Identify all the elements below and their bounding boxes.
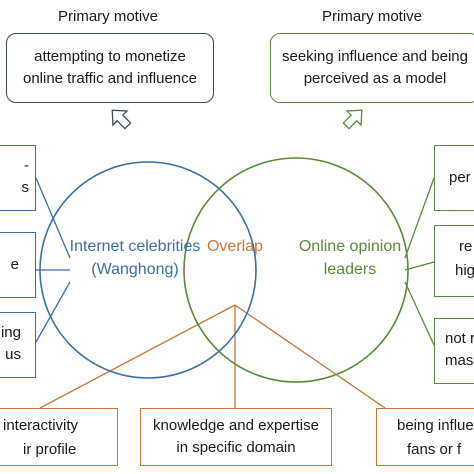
right-trait-2-line-2: hig xyxy=(455,262,474,279)
right-motive-box: seeking influence and being perceived as… xyxy=(270,33,474,103)
right-trait-box-3: not r mas xyxy=(434,318,474,384)
connector-right-2 xyxy=(404,261,435,271)
left-trait-2-line-1: e xyxy=(10,256,19,273)
overlap-trait-box-1: interactivity ir profile xyxy=(0,408,118,466)
opinion-leaders-label: Online opinion leaders xyxy=(290,235,410,281)
connector-left-3 xyxy=(35,281,71,343)
internet-celebrities-line-2: (Wanghong) xyxy=(91,261,179,278)
left-trait-1-line-1: - xyxy=(24,157,29,174)
left-motive-box: attempting to monetize online traffic an… xyxy=(6,33,214,103)
connector-right-1 xyxy=(404,177,435,259)
left-motive-line-1: attempting to monetize xyxy=(34,48,186,65)
right-motive-heading: Primary motive xyxy=(322,8,423,25)
opinion-leaders-circle xyxy=(183,157,409,383)
right-trait-2-line-1: re xyxy=(459,238,473,255)
right-up-arrow-icon xyxy=(342,109,363,130)
left-trait-box-1: - s xyxy=(0,145,36,211)
overlap-trait-3-line-1: being influe xyxy=(397,417,474,434)
left-motive-heading: Primary motive xyxy=(58,8,159,25)
overlap-connectors xyxy=(39,304,386,409)
overlap-trait-box-2: knowledge and expertise in specific doma… xyxy=(140,408,332,466)
left-trait-3-line-2: us xyxy=(5,346,21,363)
overlap-trait-1-line-1: interactivity xyxy=(3,417,79,434)
overlap-trait-1-line-2: ir profile xyxy=(23,441,77,458)
left-trait-box-3: ing us xyxy=(0,312,36,378)
right-motive-line-1: seeking influence and being xyxy=(282,48,468,65)
overlap-trait-box-3: being influe fans or f xyxy=(376,408,474,466)
overlap-label: Overlap xyxy=(206,238,264,255)
left-trait-3-line-1: ing xyxy=(0,324,21,341)
right-trait-box-2: re hig xyxy=(434,225,474,297)
opinion-leaders-line-2: leaders xyxy=(323,261,377,278)
overlap-trait-2-line-1: knowledge and expertise xyxy=(153,417,319,434)
connector-overlap-right xyxy=(234,304,386,409)
left-motive-line-2: online traffic and influence xyxy=(22,70,197,87)
left-up-arrow-icon xyxy=(111,109,132,130)
opinion-leaders-line-1: Online opinion xyxy=(298,238,402,255)
internet-celebrities-label: Internet celebrities (Wanghong) xyxy=(55,235,215,281)
internet-celebrities-line-1: Internet celebrities xyxy=(69,238,201,255)
internet-celebrities-circle xyxy=(39,161,257,379)
overlap-trait-2-line-2: in specific domain xyxy=(176,439,296,456)
right-trait-1-line-1: per xyxy=(449,169,471,186)
left-trait-1-line-2: s xyxy=(21,179,30,196)
left-trait-box-2: e xyxy=(0,232,36,298)
overlap-trait-3-line-2: fans or f xyxy=(407,441,462,458)
right-trait-3-line-1: not r xyxy=(445,330,474,347)
connector-overlap-left xyxy=(39,304,236,409)
right-trait-box-1: per xyxy=(434,145,474,211)
right-motive-line-2: perceived as a model xyxy=(303,70,447,87)
connector-right-3 xyxy=(404,281,435,346)
right-trait-3-line-2: mas xyxy=(445,352,474,369)
right-connectors xyxy=(404,177,435,346)
